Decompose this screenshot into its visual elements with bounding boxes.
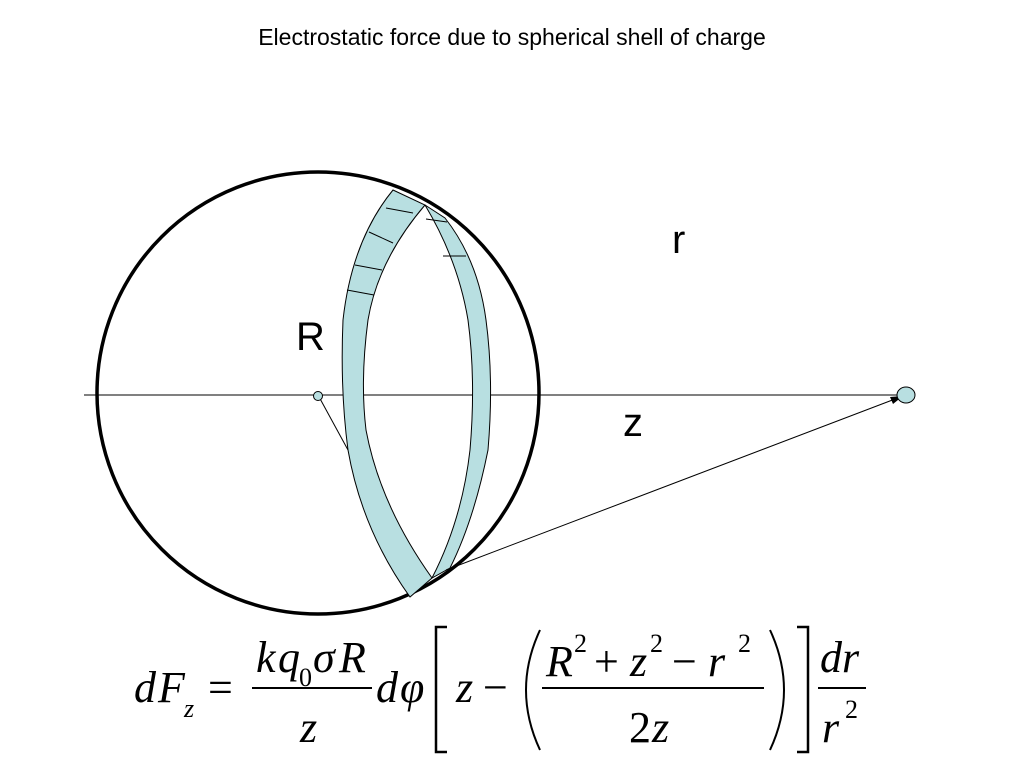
eq-right-paren	[769, 629, 785, 751]
eq-z2: z	[629, 637, 647, 686]
label-z: z	[623, 401, 643, 445]
eq-R: R	[338, 633, 366, 682]
eq-r2: r	[708, 637, 726, 686]
ring-segment-tick	[385, 207, 414, 214]
eq-den-r: r	[822, 703, 840, 752]
eq-lhs-F: F	[157, 663, 186, 712]
eq-den-z: z	[651, 703, 669, 752]
force-equation: d F z = k q 0 σ R z d φ z − R 2 + z 2 − …	[134, 625, 866, 754]
eq-q: q	[278, 633, 300, 682]
eq-R2: R	[545, 637, 573, 686]
spherical-shell	[95, 170, 541, 616]
eq-right-bracket	[797, 625, 810, 754]
eq-k: k	[256, 633, 277, 682]
ring-segment-tick	[425, 218, 448, 223]
diagram-title: Electrostatic force due to spherical she…	[258, 24, 766, 50]
label-R: R	[296, 315, 325, 359]
eq-den-2: 2	[629, 703, 651, 752]
eq-lhs-d: d	[134, 663, 157, 712]
eq-r2-exp: 2	[738, 629, 751, 658]
eq-frac1-den: z	[299, 703, 317, 752]
eq-z: z	[455, 663, 473, 712]
eq-R2-exp: 2	[574, 629, 587, 658]
eq-left-bracket	[434, 625, 447, 754]
eq-lhs-subscript: z	[183, 694, 194, 723]
eq-dr: dr	[820, 633, 860, 682]
eq-z2-exp: 2	[650, 629, 663, 658]
sphere-center-point	[313, 391, 323, 401]
eq-plus: +	[594, 637, 619, 686]
eq-minus2: −	[672, 637, 697, 686]
charged-ring-band-back	[424, 204, 492, 580]
label-r: r	[672, 218, 685, 262]
eq-sigma: σ	[313, 633, 337, 682]
eq-q-subscript: 0	[299, 663, 312, 692]
eq-equals: =	[208, 663, 233, 712]
point-charge	[896, 386, 916, 404]
radius-line	[317, 394, 349, 451]
eq-phi: φ	[400, 663, 424, 712]
eq-den-r-exp: 2	[845, 695, 858, 724]
ring-segment-tick	[354, 264, 383, 271]
ring-segment-tick	[368, 231, 394, 244]
eq-minus: −	[483, 663, 508, 712]
eq-dphi-d: d	[376, 663, 399, 712]
distance-line-r	[445, 395, 904, 571]
eq-left-paren	[525, 629, 541, 751]
ring-segment-tick	[346, 289, 375, 296]
charged-ring-band	[341, 189, 433, 598]
